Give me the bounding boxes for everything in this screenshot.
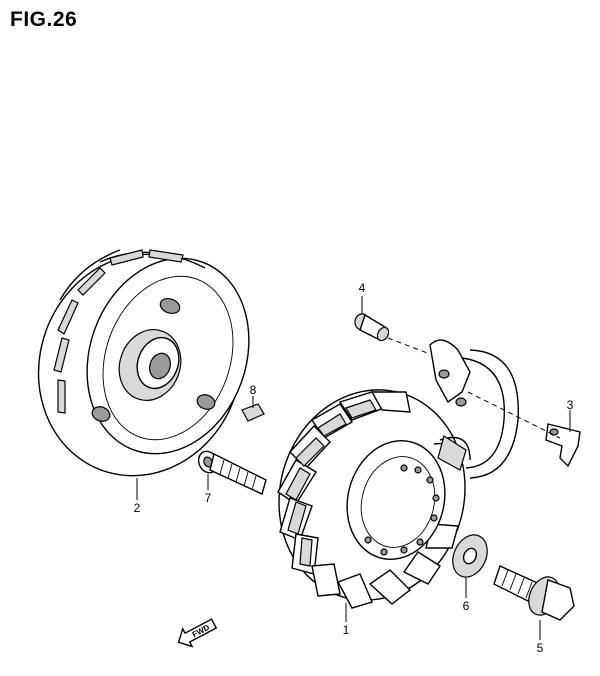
wire-harness — [429, 339, 519, 479]
wire-clamp — [545, 423, 581, 468]
rotor-flywheel — [37, 249, 250, 477]
callout-6: 6 — [463, 599, 470, 613]
callout-2: 2 — [134, 501, 141, 515]
bolt-long — [197, 450, 267, 495]
forward-arrow-icon: FWD — [177, 618, 218, 648]
stator-assembly — [277, 389, 471, 609]
bolt-small — [354, 313, 390, 342]
callout-5: 5 — [537, 641, 544, 655]
callout-4: 4 — [359, 281, 366, 295]
leader-lines — [136, 296, 571, 640]
callout-8: 8 — [250, 383, 257, 397]
figure-title: FIG.26 — [10, 8, 78, 31]
callout-3: 3 — [567, 398, 574, 412]
callout-7: 7 — [205, 491, 212, 505]
flange-bolt — [493, 565, 575, 621]
callout-1: 1 — [343, 623, 350, 637]
washer — [452, 534, 488, 578]
